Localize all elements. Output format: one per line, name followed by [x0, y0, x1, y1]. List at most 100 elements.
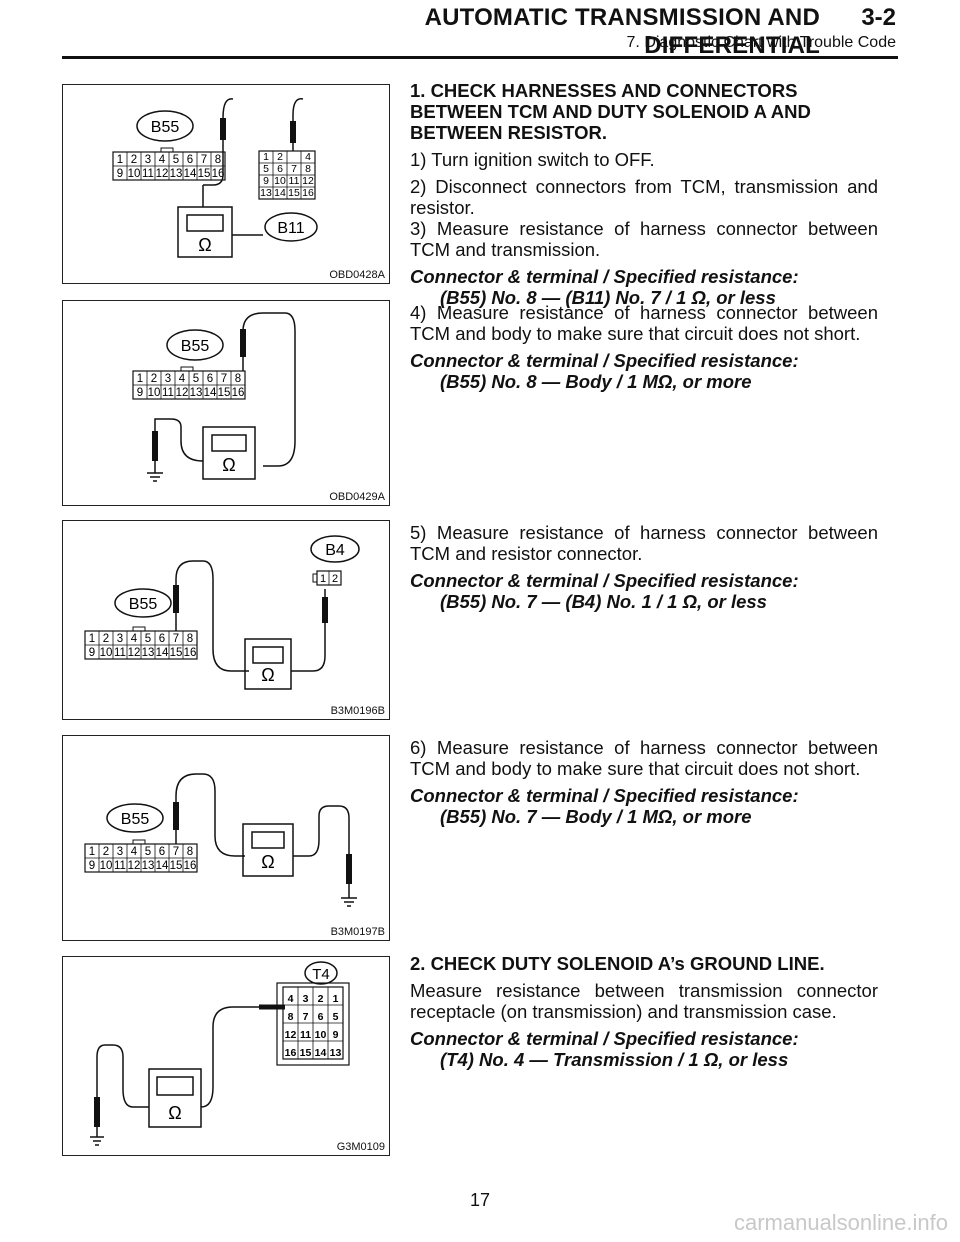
b55-pin-label: 5 — [145, 846, 151, 858]
spec-value: (B55) No. 8 — Body / 1 MΩ, or more — [440, 371, 752, 392]
b55-pin-label: 8 — [187, 846, 193, 858]
spec-label: Connector & terminal / Specified resista… — [410, 570, 799, 591]
b55-pin-label: 6 — [207, 373, 213, 385]
b55-pin-label: 4 — [159, 154, 166, 166]
b11-pin-label: 16 — [302, 187, 314, 199]
b11-pin-label: 12 — [302, 175, 314, 187]
step-1-item-3: 3) Measure resistance of harness connect… — [410, 218, 878, 260]
b55-pin-label: 1 — [89, 633, 95, 645]
t4-pin-label: 5 — [333, 1011, 339, 1023]
b11-pin-label: 10 — [274, 175, 286, 187]
t4-pin-label: 2 — [318, 993, 324, 1005]
b55-pin-label: 15 — [170, 860, 183, 872]
step-5-text: 5) Measure resistance of harness connect… — [410, 522, 878, 564]
svg-text:Ω: Ω — [168, 1103, 181, 1123]
step-4-text: 4) Measure resistance of harness connect… — [410, 302, 878, 344]
step-1-heading: 1. CHECK HARNESSES AND CONNECTORS BETWEE… — [410, 80, 811, 143]
t4-pin-label: 15 — [300, 1047, 312, 1059]
b55-pin-label: 9 — [89, 860, 95, 872]
b11-label: B11 — [277, 220, 304, 237]
b55-pin-label: 16 — [184, 860, 197, 872]
b55-pin-label: 7 — [221, 373, 227, 385]
svg-text:B55: B55 — [121, 811, 150, 828]
b55-pin-label: 12 — [176, 387, 189, 399]
b55-pin-label: 16 — [232, 387, 245, 399]
svg-text:B55: B55 — [129, 596, 158, 613]
page-number: 17 — [469, 1190, 491, 1210]
spec-label: Connector & terminal / Specified resista… — [410, 1028, 799, 1049]
b55-pin-label: 11 — [142, 168, 154, 180]
b55-pin-label: 3 — [165, 373, 171, 385]
t4-pin-label: 9 — [333, 1029, 339, 1041]
header-subtitle: 7. Diagnostic Chart with Trouble Code — [626, 34, 896, 51]
b55-label: B55 — [151, 119, 180, 136]
b55-pin-label: 13 — [142, 860, 155, 872]
svg-text:Ω: Ω — [261, 852, 274, 872]
b55-pin-label: 8 — [187, 633, 193, 645]
b11-pin-label: 9 — [263, 175, 269, 187]
step-6-text: 6) Measure resistance of harness connect… — [410, 737, 878, 779]
t4-pin-label: 16 — [285, 1047, 297, 1059]
b11-pin-label: 4 — [305, 151, 311, 163]
b55-pin-label: 1 — [89, 846, 95, 858]
t4-pin-label: 8 — [288, 1011, 294, 1023]
b11-pin-label: 15 — [288, 187, 300, 199]
b55-pin-label: 11 — [114, 860, 126, 872]
spec-label: Connector & terminal / Specified resista… — [410, 350, 799, 371]
b55-pin-label: 4 — [131, 633, 138, 645]
b55-pin-label: 1 — [117, 154, 123, 166]
b55-pin-label: 7 — [201, 154, 207, 166]
t4-pin-label: 1 — [333, 993, 339, 1005]
b55-pin-label: 14 — [156, 647, 169, 659]
b55-pin-label: 13 — [142, 647, 155, 659]
step-5-block: 5) Measure resistance of harness connect… — [410, 522, 878, 618]
spec-value: (B55) No. 7 — Body / 1 MΩ, or more — [440, 806, 752, 827]
b55-pin-label: 5 — [173, 154, 179, 166]
header-rule — [62, 56, 898, 59]
figure-code: OBD0428A — [329, 269, 385, 281]
b55-pin-label: 3 — [117, 633, 123, 645]
b55-pin-label: 12 — [128, 860, 141, 872]
b55-pin-label: 7 — [173, 633, 179, 645]
b55-pin-label: 10 — [100, 860, 113, 872]
b55-pin-label: 11 — [162, 387, 174, 399]
step-2-text: Measure resistance between transmission … — [410, 980, 878, 1022]
spec-label: Connector & terminal / Specified resista… — [410, 266, 799, 287]
b55-pin-label: 3 — [145, 154, 151, 166]
ohmmeter: Ω — [242, 823, 294, 877]
b11-pin-label: 5 — [263, 163, 269, 175]
figure-code: OBD0429A — [329, 491, 385, 503]
section-number: 3-2 — [861, 4, 896, 31]
b55-pin-label: 11 — [114, 647, 126, 659]
b55-pin-label: 15 — [218, 387, 231, 399]
ground-symbol — [341, 897, 357, 907]
b4-pin-label: 2 — [332, 573, 338, 585]
ground-symbol — [147, 472, 163, 482]
b55-pin-label: 4 — [131, 846, 138, 858]
ohmmeter: Ω — [177, 206, 233, 258]
b55-pin-label: 15 — [170, 647, 183, 659]
b55-pin-label: 6 — [187, 154, 193, 166]
b55-pin-label: 14 — [204, 387, 217, 399]
b55-pin-label: 7 — [173, 846, 179, 858]
b55-pin-label: 10 — [128, 168, 141, 180]
ohmmeter: Ω — [244, 638, 292, 690]
t4-housing — [276, 982, 350, 1066]
b55-pin-label: 3 — [117, 846, 123, 858]
t4-pin-label: 12 — [285, 1029, 297, 1041]
t4-pin-label: 11 — [300, 1029, 311, 1041]
b4-pin-label: 1 — [320, 573, 326, 585]
b11-pin-label: 13 — [260, 187, 272, 199]
b55-pin-label: 14 — [184, 168, 197, 180]
spec-value: (T4) No. 4 — Transmission / 1 Ω, or less — [440, 1049, 789, 1070]
b11-pin-label: 7 — [291, 163, 297, 175]
